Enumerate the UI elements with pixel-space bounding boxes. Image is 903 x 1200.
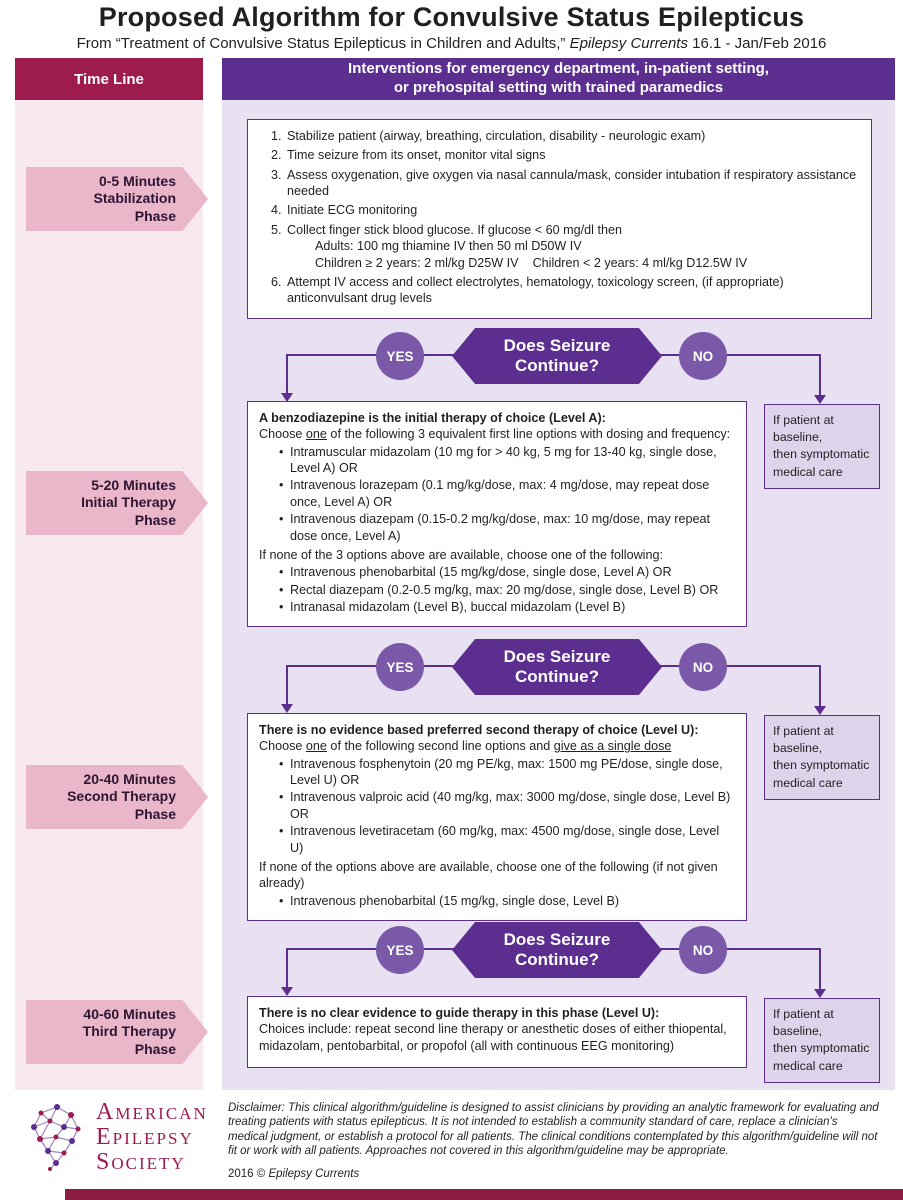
decision-yes-badge: YES [376,643,424,691]
phase-label-initial-therapy: 5-20 Minutes Initial Therapy Phase [26,471,208,535]
yes-label: YES [386,348,414,364]
no-label: NO [692,659,714,675]
therapy-option: Intravenous lorazepam (0.1 mg/kg/dose, m… [279,477,735,510]
therapy-option: Intravenous phenobarbital (15 mg/kg, sin… [279,893,735,910]
aes-logo: American Epilepsy Society [26,1100,208,1175]
aes-logo-line: American [96,1099,208,1125]
phase-label-second-therapy: 20-40 Minutes Second Therapy Phase [26,765,208,829]
page-subtitle: From “Treatment of Convulsive Status Epi… [0,35,903,52]
connector-line [286,948,288,988]
phase-label-text: 5-20 Minutes Initial Therapy Phase [81,476,176,528]
stabilization-steps-box: Stabilize patient (airway, breathing, ci… [247,119,872,319]
stabilization-step: Assess oxygenation, give oxygen via nasa… [285,167,860,200]
stabilization-step: Attempt IV access and collect electrolyt… [285,274,860,307]
timeline-column [15,100,203,1090]
baseline-care-note-1: If patient at baseline, then symptomatic… [764,404,880,489]
decision-hexagon-3: Does Seizure Continue? [452,922,662,978]
arrow-down-icon [281,393,293,402]
second-therapy-alt-intro: If none of the options above are availab… [259,859,718,891]
phase-label-third-therapy: 40-60 Minutes Third Therapy Phase [26,1000,208,1064]
decision-hexagon-2: Does Seizure Continue? [452,639,662,695]
connector-line [819,948,821,990]
therapy-option: Intravenous phenobarbital (15 mg/kg/dose… [279,564,735,581]
arrow-down-icon [814,989,826,998]
no-label: NO [692,942,714,958]
therapy-option: Intramuscular midazolam (10 mg for > 40 … [279,444,735,477]
baseline-care-text: If patient at baseline, then symptomatic… [773,724,870,790]
disclaimer-text: Disclaimer: This clinical algorithm/guid… [228,1102,879,1158]
initial-therapy-options: Intramuscular midazolam (10 mg for > 40 … [259,444,735,544]
subtitle-text: From “Treatment of Convulsive Status Epi… [76,35,570,52]
second-therapy-options: Intravenous fosphenytoin (20 mg PE/kg, m… [259,756,735,856]
copyright-line: 2016 © Epilepsy Currents [228,1168,360,1180]
stabilization-steps-list: Stabilize patient (airway, breathing, ci… [259,128,860,307]
interventions-header: Interventions for emergency department, … [222,58,895,100]
aes-logo-text: American Epilepsy Society [96,1100,208,1175]
interventions-header-label: Interventions for emergency department, … [348,60,769,96]
aes-logo-line: Society [96,1148,186,1175]
no-label: NO [692,348,714,364]
decision-question: Does Seizure Continue? [503,929,611,969]
stabilization-step: Stabilize patient (airway, breathing, ci… [285,128,860,144]
decision-no-badge: NO [679,926,727,974]
therapy-option: Intravenous fosphenytoin (20 mg PE/kg, m… [279,756,735,789]
decision-hexagon-1: Does Seizure Continue? [452,328,662,384]
connector-line [286,665,288,705]
timeline-header: Time Line [15,58,203,100]
stabilization-step: Initiate ECG monitoring [285,202,860,218]
phase-label-stabilization: 0-5 Minutes Stabilization Phase [26,167,208,231]
yes-label: YES [386,942,414,958]
subtitle-issue: 16.1 - Jan/Feb 2016 [687,35,827,52]
decision-no-badge: NO [679,332,727,380]
decision-yes-badge: YES [376,926,424,974]
third-therapy-box: There is no clear evidence to guide ther… [247,996,747,1068]
decision-question: Does Seizure Continue? [503,646,611,686]
second-therapy-intro: Choose one of the following second line … [259,739,672,754]
decision-question: Does Seizure Continue? [503,335,611,375]
therapy-option: Intravenous valproic acid (40 mg/kg, max… [279,789,735,822]
arrow-down-icon [281,987,293,996]
connector-line [819,354,821,396]
initial-therapy-heading: A benzodiazepine is the initial therapy … [259,411,606,425]
therapy-option: Intravenous diazepam (0.15-0.2 mg/kg/dos… [279,511,735,544]
decision-no-badge: NO [679,643,727,691]
arrow-down-icon [814,395,826,404]
initial-therapy-alt-options: Intravenous phenobarbital (15 mg/kg/dose… [259,564,735,615]
baseline-care-note-2: If patient at baseline, then symptomatic… [764,715,880,800]
yes-label: YES [386,659,414,675]
aes-logo-brain-icon [31,1104,81,1172]
phase-label-text: 40-60 Minutes Third Therapy Phase [82,1005,176,1057]
therapy-option: Intranasal midazolam (Level B), buccal m… [279,599,735,616]
stabilization-step: Time seizure from its onset, monitor vit… [285,147,860,163]
third-therapy-heading: There is no clear evidence to guide ther… [259,1006,660,1020]
timeline-header-label: Time Line [74,70,144,88]
third-therapy-body: Choices include: repeat second line ther… [259,1022,727,1053]
arrow-down-icon [814,706,826,715]
second-therapy-alt-options: Intravenous phenobarbital (15 mg/kg, sin… [259,893,735,910]
decision-yes-badge: YES [376,332,424,380]
connector-line [286,354,288,394]
stabilization-step: Collect finger stick blood glucose. If g… [285,222,860,271]
bottom-bar [65,1189,903,1200]
page-title: Proposed Algorithm for Convulsive Status… [98,2,805,32]
phase-label-text: 20-40 Minutes Second Therapy Phase [67,770,176,822]
initial-therapy-alt-intro: If none of the 3 options above are avail… [259,547,663,562]
therapy-option: Intravenous levetiracetam (60 mg/kg, max… [279,823,735,856]
initial-therapy-box: A benzodiazepine is the initial therapy … [247,401,747,628]
phase-label-text: 0-5 Minutes Stabilization Phase [93,172,176,224]
baseline-care-text: If patient at baseline, then symptomatic… [773,413,870,479]
subtitle-journal: Epilepsy Currents [569,35,688,52]
second-therapy-heading: There is no evidence based preferred sec… [259,723,699,737]
baseline-care-text: If patient at baseline, then symptomatic… [773,1007,870,1073]
baseline-care-note-3: If patient at baseline, then symptomatic… [764,998,880,1083]
therapy-option: Rectal diazepam (0.2-0.5 mg/kg, max: 20 … [279,582,735,599]
arrow-down-icon [281,704,293,713]
second-therapy-box: There is no evidence based preferred sec… [247,713,747,921]
aes-logo-line: Epilepsy [96,1123,194,1150]
connector-line [819,665,821,707]
initial-therapy-intro: Choose one of the following 3 equivalent… [259,427,731,442]
